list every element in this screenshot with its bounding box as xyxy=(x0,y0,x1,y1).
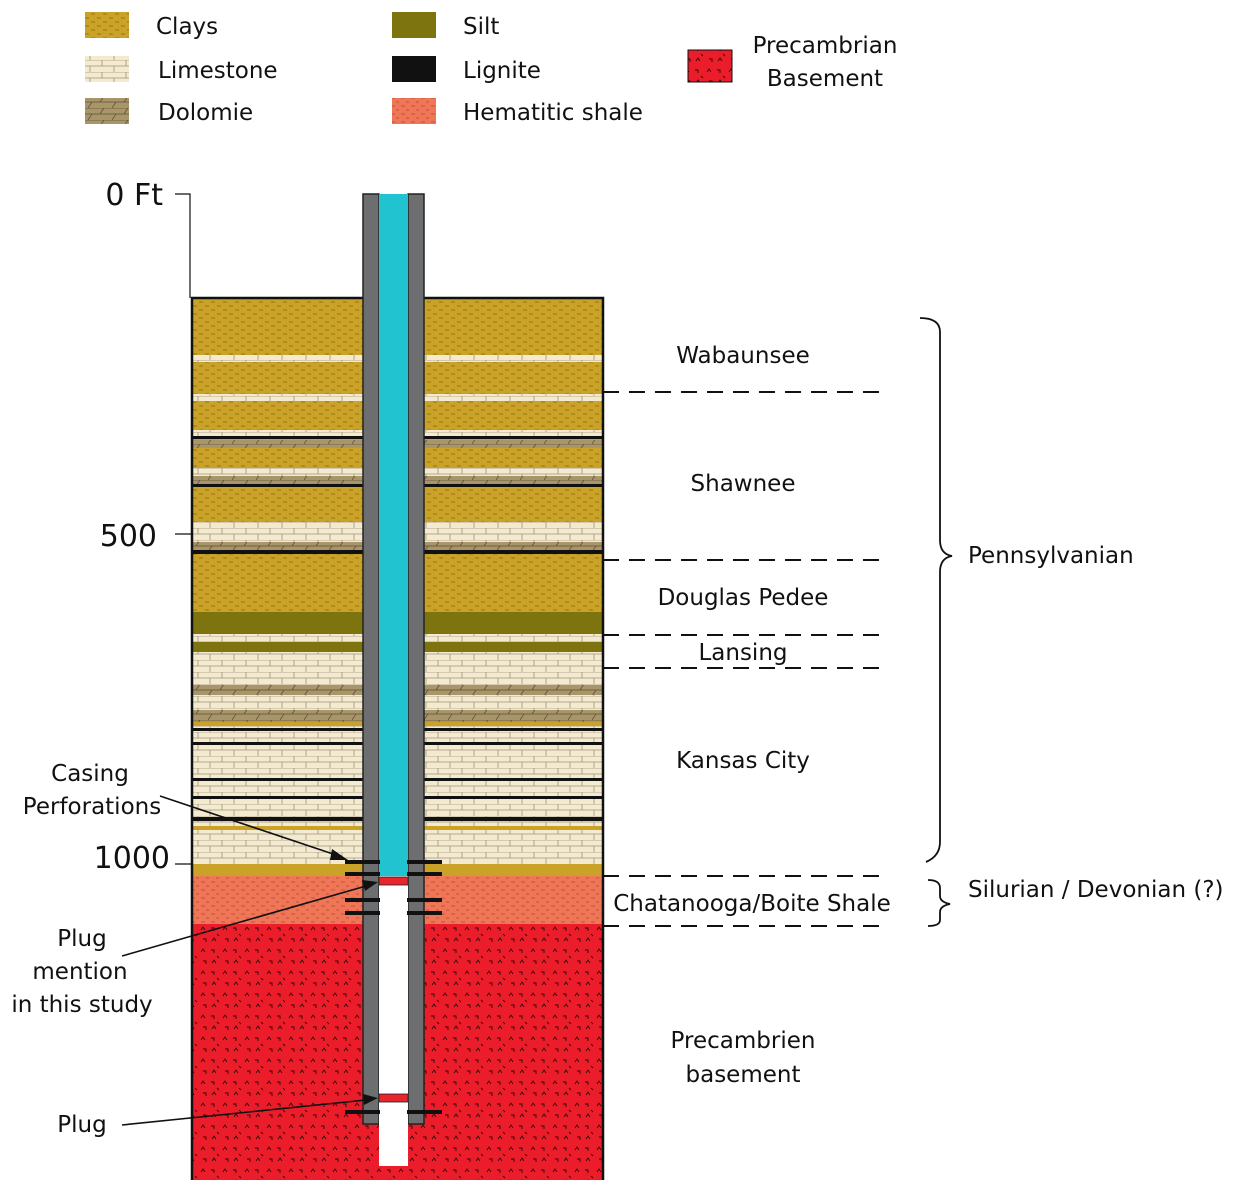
silt-swatch xyxy=(392,12,436,38)
well xyxy=(345,193,442,1166)
casing-perforations-line1: Casing xyxy=(51,761,129,787)
plug-callout: Plug xyxy=(57,1094,378,1138)
formation-labels: Wabaunsee Shawnee Douglas Pedee Lansing … xyxy=(613,343,891,1088)
legend-basement-line2: Basement xyxy=(767,66,883,92)
plug-mention-line2: mention xyxy=(32,959,127,985)
system-brackets: Pennsylvanian Silurian / Devonian (?) xyxy=(919,317,1224,927)
basement-swatch xyxy=(687,49,733,83)
formation-basement-line2: basement xyxy=(686,1062,801,1088)
plug-mention-line1: Plug xyxy=(57,926,106,952)
legend-limestone-label: Limestone xyxy=(158,58,278,84)
legend-item-precambrian-basement: Precambrian Basement xyxy=(687,33,898,92)
legend-clays-label: Clays xyxy=(156,14,218,40)
system-silurian-devonian: Silurian / Devonian (?) xyxy=(968,877,1224,903)
casing-perforations xyxy=(345,860,442,1114)
formation-shawnee: Shawnee xyxy=(691,471,796,497)
plug-arrow-line xyxy=(121,1099,367,1126)
casing-right xyxy=(407,193,425,1125)
casing-left xyxy=(362,193,380,1125)
plug-label: Plug xyxy=(57,1112,106,1138)
formation-precambrien-line1: Precambrien xyxy=(671,1028,816,1054)
casing-perforations-line2: Perforations xyxy=(23,794,161,820)
plug-lower xyxy=(378,1093,409,1103)
formation-douglas-pedee: Douglas Pedee xyxy=(658,585,829,611)
plug-mention-arrow-line xyxy=(121,885,367,957)
arrow-head-icon xyxy=(362,880,378,891)
pennsylvanian-bracket xyxy=(919,317,953,863)
casing-perforations-arrow-line xyxy=(159,795,337,856)
arrow-head-icon xyxy=(330,849,348,860)
borehole-open xyxy=(379,876,408,1166)
legend: Clays Limestone Dolomie Silt Lignite Hem… xyxy=(85,12,897,126)
annotations: Casing Perforations Plug mention in this… xyxy=(11,761,378,1138)
depth-axis: 0 Ft 500 1000 xyxy=(94,178,192,876)
legend-item-dolomie: Dolomie xyxy=(85,98,253,126)
formation-wabaunsee: Wabaunsee xyxy=(676,343,810,369)
legend-lignite-label: Lignite xyxy=(463,58,541,84)
depth-label-500: 500 xyxy=(100,519,157,554)
limestone-swatch xyxy=(85,56,129,82)
plug-mention-callout: Plug mention in this study xyxy=(11,880,378,1018)
formation-boundaries xyxy=(603,391,885,927)
legend-item-silt: Silt xyxy=(392,12,499,40)
legend-item-clays: Clays xyxy=(85,12,218,40)
formation-lansing: Lansing xyxy=(698,640,787,666)
silurian-devonian-bracket xyxy=(927,879,951,927)
plug-upper xyxy=(378,876,409,886)
dolomie-swatch xyxy=(85,98,129,124)
formation-chatanooga: Chatanooga/Boite Shale xyxy=(613,891,891,917)
depth-label-0: 0 Ft xyxy=(105,178,163,213)
lignite-swatch xyxy=(392,56,436,82)
legend-item-hematitic-shale: Hematitic shale xyxy=(392,98,643,126)
legend-item-limestone: Limestone xyxy=(85,56,278,84)
legend-dolomie-label: Dolomie xyxy=(158,100,253,126)
hematitic-shale-swatch xyxy=(392,98,436,124)
legend-item-lignite: Lignite xyxy=(392,56,541,84)
casing-perforations-callout: Casing Perforations xyxy=(23,761,348,860)
legend-hematitic-shale-label: Hematitic shale xyxy=(463,100,643,126)
arrow-head-icon xyxy=(363,1094,378,1105)
plug-mention-line3: in this study xyxy=(11,992,152,1018)
system-pennsylvanian: Pennsylvanian xyxy=(968,543,1134,569)
clays-swatch xyxy=(85,12,129,38)
depth-label-1000: 1000 xyxy=(94,841,170,876)
depth-axis-zero-leader xyxy=(175,193,191,298)
formation-kansas-city: Kansas City xyxy=(676,748,810,774)
legend-precambrian-line1: Precambrian xyxy=(753,33,898,59)
borehole-fluid xyxy=(379,194,408,876)
legend-silt-label: Silt xyxy=(463,14,499,40)
